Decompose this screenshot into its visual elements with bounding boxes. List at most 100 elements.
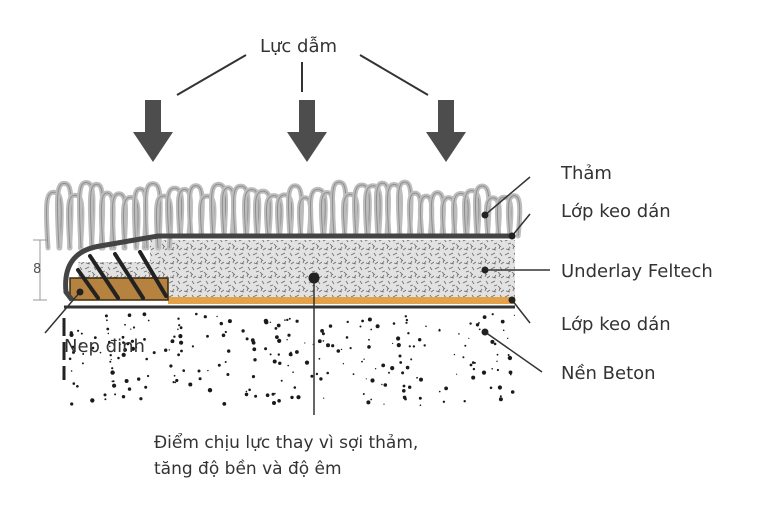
concrete-dot [144, 385, 148, 389]
label-gripper: Nẹp đinh [64, 336, 145, 357]
concrete-dot [423, 344, 426, 347]
concrete-dot [147, 319, 150, 322]
concrete-dot [143, 338, 146, 341]
concrete-dot [130, 346, 136, 351]
concrete-dot [277, 338, 282, 343]
concrete-dot [177, 353, 181, 357]
concrete-dot [388, 371, 390, 374]
concrete-dot [458, 333, 460, 335]
concrete-dot [513, 314, 516, 316]
concrete-dot [295, 350, 299, 354]
concrete-dot [248, 388, 251, 392]
carpet-fiber-outline [309, 188, 326, 237]
concrete-dot [367, 317, 372, 322]
carpet-fiber-outline [243, 189, 260, 237]
concrete-dot [507, 355, 513, 361]
concrete-dot [111, 367, 114, 370]
concrete-dot [363, 358, 365, 360]
concrete-dot [396, 343, 401, 348]
concrete-dot [404, 315, 407, 318]
concrete-dot [203, 315, 207, 319]
concrete-dot [217, 363, 221, 367]
concrete-dot [121, 395, 126, 399]
concrete-dot [367, 345, 371, 349]
concrete-dot [340, 348, 343, 351]
concrete-dot [322, 340, 325, 342]
concrete-dot [139, 397, 143, 401]
explanation-note: Điểm chịu lực thay vì sợi thảm, tăng độ … [154, 430, 418, 482]
concrete-dot [226, 373, 230, 376]
concrete-dot [195, 312, 198, 316]
concrete-dot [510, 390, 515, 394]
concrete-dot [272, 401, 276, 405]
concrete-dot [401, 371, 405, 375]
concrete-dot [499, 395, 502, 398]
concrete-dot [508, 370, 513, 375]
concrete-dot [381, 363, 386, 368]
concrete-dot [109, 345, 111, 348]
concrete-dot [496, 353, 499, 356]
concrete-dot [408, 385, 412, 389]
note-line-2: tăng độ bền và độ êm [154, 459, 342, 479]
concrete-dot [274, 392, 276, 395]
label-underlay: Underlay Feltech [561, 261, 713, 282]
load-label: Lực dẫm [260, 36, 338, 57]
concrete-dot [502, 329, 505, 332]
concrete-dot [130, 328, 132, 330]
load-pointer-lines [176, 54, 429, 96]
concrete-dot [127, 313, 132, 318]
concrete-dot [469, 363, 473, 367]
concrete-dot [399, 361, 403, 364]
concrete-dot [342, 363, 345, 365]
concrete-dot [481, 370, 487, 375]
concrete-dot [288, 317, 291, 320]
adhesive-layer-bottom [168, 297, 515, 304]
load-arrow-right [426, 100, 466, 162]
concrete-dot [123, 348, 127, 352]
concrete-dot [368, 338, 370, 341]
carpet-fiber-outline [364, 185, 381, 237]
concrete-dot [405, 365, 410, 370]
concrete-dot [274, 327, 278, 330]
concrete-dot [370, 398, 373, 401]
concrete-dot [276, 323, 281, 328]
concrete-dot [106, 327, 110, 331]
concrete-dot [277, 353, 280, 356]
concrete-dot [478, 328, 481, 331]
carpet-fiber-outline [166, 187, 183, 237]
carpet-fiber-outline [463, 190, 480, 237]
concrete-dot [178, 324, 181, 327]
concrete-dot [278, 361, 282, 365]
concrete-dot [425, 325, 427, 328]
concrete-dot [110, 358, 112, 361]
concrete-dot [132, 326, 136, 329]
concrete-dot [177, 317, 180, 320]
concrete-dot [362, 393, 365, 395]
concrete-dot [224, 361, 227, 363]
concrete-dot [72, 350, 75, 354]
concrete-dot [475, 323, 480, 327]
concrete-dot [177, 328, 179, 331]
concrete-dot [112, 380, 115, 383]
concrete-dot [263, 318, 269, 324]
concrete-dot [419, 377, 423, 382]
concrete-dot [374, 368, 377, 370]
concrete-dot [412, 345, 416, 348]
carpet-fiber-outline [155, 195, 172, 249]
concrete-dot [104, 398, 107, 401]
concrete-dot [510, 373, 512, 376]
label-adhesive-top: Lớp keo dán [561, 201, 671, 222]
concrete-dot [402, 389, 406, 393]
concrete-dot [471, 375, 476, 380]
concrete-dot [496, 360, 498, 362]
concrete-dot [381, 383, 383, 386]
concrete-dot [135, 346, 138, 349]
concrete-dot [222, 402, 227, 406]
concrete-dot [198, 377, 202, 381]
concrete-dot [507, 337, 509, 340]
concrete-dot [375, 324, 380, 329]
concrete-dot [70, 370, 73, 372]
concrete-dot [292, 371, 294, 374]
concrete-dot [271, 392, 275, 396]
concrete-dot [197, 369, 201, 373]
